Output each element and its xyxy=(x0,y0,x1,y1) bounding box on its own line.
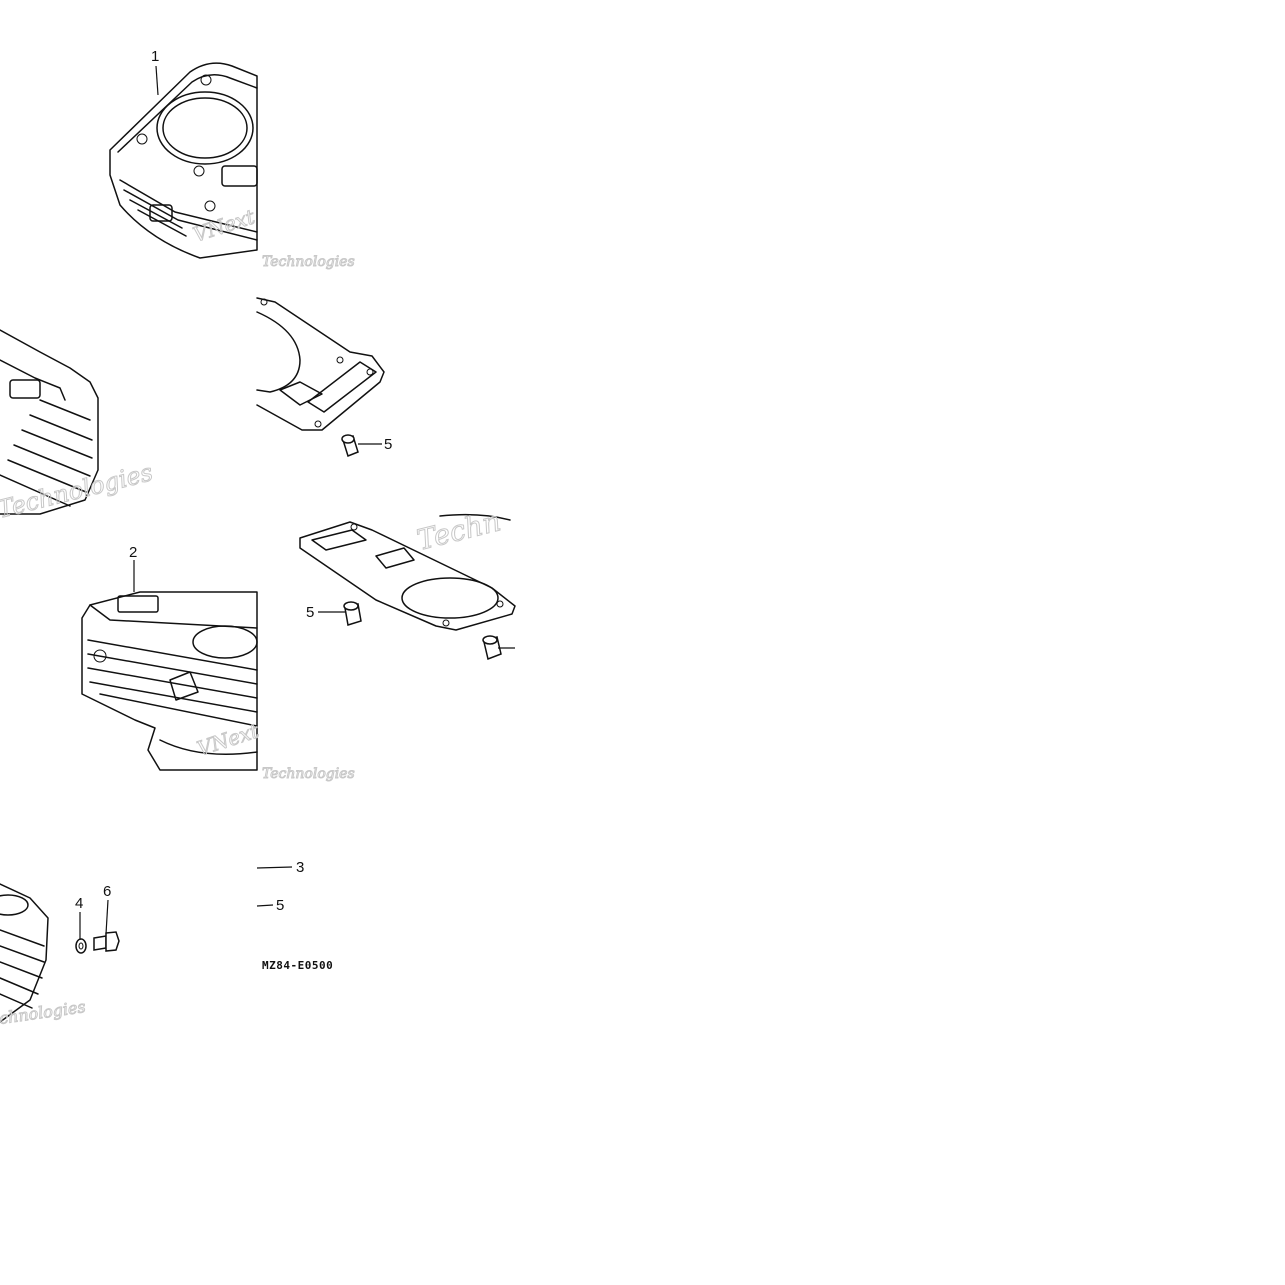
callout-2: 2 xyxy=(129,544,137,561)
diagram-code: MZ84-E0500 xyxy=(262,959,333,972)
callout-3: 3 xyxy=(296,859,304,876)
callout-6: 6 xyxy=(103,883,111,900)
dowel-pin-left-drawing xyxy=(343,601,362,626)
cylinder-head-drawing xyxy=(109,62,258,259)
watermark-text: chnologies xyxy=(0,997,87,1028)
dowel-pin-upper-drawing xyxy=(341,434,359,457)
watermark-text: Technologies xyxy=(0,458,156,524)
watermark-text: VNext xyxy=(190,204,258,247)
washer-drawing xyxy=(75,938,87,954)
callout-5-lower: 5 xyxy=(276,897,284,914)
head-gasket-drawing xyxy=(256,297,385,431)
base-gasket-drawing xyxy=(299,513,516,631)
cylinder-block-drawing xyxy=(81,591,258,771)
watermark-text: Technologies xyxy=(262,254,355,270)
watermark-text: Techn xyxy=(414,504,504,557)
cylinder-corner-drawing xyxy=(0,883,49,1023)
callout-5-upper: 5 xyxy=(384,436,392,453)
cylinder-side-drawing xyxy=(0,329,99,515)
bolt-drawing xyxy=(93,931,120,952)
leader-lines xyxy=(79,65,515,940)
watermark-text: Technologies xyxy=(262,766,355,782)
callout-4: 4 xyxy=(75,895,83,912)
dowel-pin-right-drawing xyxy=(482,635,502,661)
callout-5-left: 5 xyxy=(306,604,314,621)
callout-1: 1 xyxy=(151,48,159,65)
